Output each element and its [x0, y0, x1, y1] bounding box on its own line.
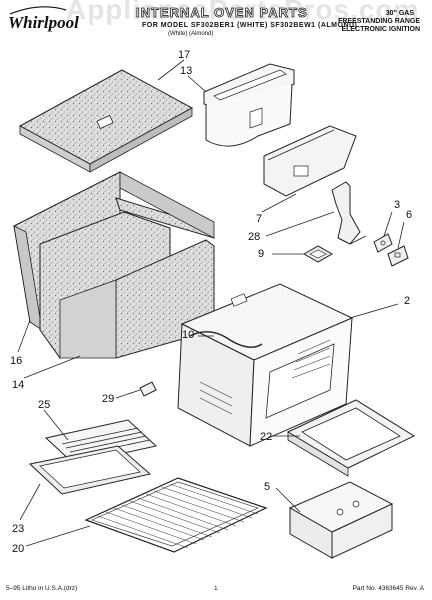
diagram-title: INTERNAL OVEN PARTS: [136, 5, 308, 20]
header-right-line-2: FREESTANDING RANGE: [338, 18, 420, 25]
footer-part-number: Part No. 4363645 Rev. A: [352, 585, 424, 592]
callout-2: 2: [404, 295, 411, 307]
model-subtitle: FOR MODEL SF302BER1 (WHITE) SF302BEW1 (A…: [142, 22, 358, 29]
callout-28: 28: [248, 231, 261, 243]
callout-3: 3: [394, 199, 401, 211]
callout-13: 13: [180, 65, 193, 77]
part-7-baffle: [263, 125, 357, 197]
header-right-line-1: 30" GAS: [385, 10, 414, 17]
part-13-heat-shield: [203, 63, 295, 147]
callout-9: 9: [258, 248, 265, 260]
callout-29: 29: [102, 393, 115, 405]
callout-25: 25: [38, 399, 51, 411]
callout-20: 20: [12, 543, 25, 555]
callout-16: 16: [10, 355, 23, 367]
part-28-bracket: [331, 181, 367, 245]
callout-22: 22: [260, 431, 273, 443]
color-variants: (White) (Almond): [168, 31, 214, 37]
logo-swoosh: [9, 6, 67, 15]
brand-logo: Whirlpool: [8, 13, 79, 32]
part-29-clip: [139, 381, 157, 397]
part-20-oven-rack: [84, 477, 268, 553]
header-right-line-3: ELECTRONIC IGNITION: [341, 26, 420, 33]
part-9-gasket: [302, 245, 334, 263]
part-6-plate: [387, 245, 409, 267]
part-23-broiler-pan: [28, 445, 152, 495]
callout-5: 5: [264, 481, 271, 493]
part-3-plate: [373, 233, 393, 253]
callout-7: 7: [256, 213, 263, 225]
part-5-burner-box: [288, 481, 394, 559]
part-17-top-insulation: [18, 69, 194, 173]
part-22-frame: [286, 399, 416, 477]
callout-14: 14: [12, 379, 25, 391]
callout-6: 6: [406, 209, 413, 221]
part-2-oven-cavity: [177, 283, 354, 447]
callout-23: 23: [12, 523, 25, 535]
leader-lines: [17, 59, 405, 547]
watermark: AppliancePartsPros.com: [66, 0, 420, 25]
footer-page-number: 1: [214, 585, 218, 592]
callout-10: 10: [182, 329, 195, 341]
footer-litho: 5–95 Litho in U.S.A.(drz): [6, 585, 78, 592]
callout-17: 17: [178, 49, 191, 61]
